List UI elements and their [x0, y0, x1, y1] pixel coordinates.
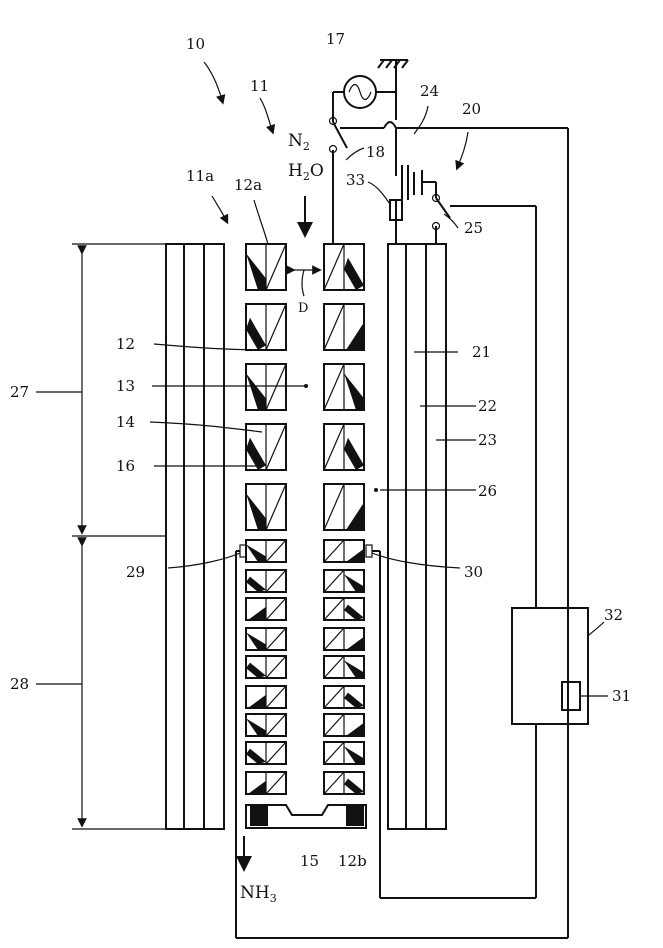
n2-sub: 2 — [303, 140, 310, 153]
label-12: 12 — [116, 335, 135, 353]
label-12b: 12b — [338, 852, 367, 870]
label-16: 16 — [116, 457, 135, 475]
label-22: 22 — [478, 397, 497, 415]
left-small-cell — [246, 570, 286, 592]
control-box — [512, 608, 588, 724]
right-small-cell — [324, 742, 364, 764]
right-small-cell — [324, 628, 364, 650]
label-11a: 11a — [186, 167, 214, 185]
right-small-cell — [324, 656, 364, 678]
left-wall — [166, 244, 224, 829]
label-31: 31 — [612, 687, 631, 705]
left-big-cell — [246, 484, 286, 530]
point-13 — [304, 384, 308, 388]
gap-leader — [302, 270, 304, 296]
left-small-cell — [246, 628, 286, 650]
left-small-cell — [246, 772, 286, 794]
label-32: 32 — [604, 606, 623, 624]
left-small-cell — [246, 686, 286, 708]
left-small-cell — [246, 656, 286, 678]
label-13: 13 — [116, 377, 135, 395]
label-14: 14 — [116, 413, 135, 431]
right-big-cell — [324, 484, 364, 530]
h2o-h: H — [288, 161, 303, 181]
label-n2: N2 — [288, 131, 310, 153]
left-big-cell — [246, 244, 286, 290]
left-electrode-cells — [246, 244, 286, 794]
right-big-cell — [324, 304, 364, 350]
arrow-11a — [212, 196, 226, 220]
label-gap-d: D — [298, 301, 308, 316]
right-wall — [388, 244, 446, 829]
label-12a: 12a — [234, 176, 262, 194]
label-33: 33 — [346, 171, 365, 189]
bottom-u-section — [246, 805, 366, 828]
left-big-cell — [246, 304, 286, 350]
label-27: 27 — [10, 383, 29, 401]
left-small-cell — [246, 540, 286, 562]
point-26 — [374, 488, 378, 492]
label-26: 26 — [478, 482, 497, 500]
label-28: 28 — [10, 675, 29, 693]
arrow-10 — [204, 62, 222, 100]
nh3-main: NH — [240, 883, 270, 903]
h2o-sub: 2 — [303, 170, 310, 183]
right-small-cell — [324, 540, 364, 562]
label-24: 24 — [420, 82, 439, 100]
right-big-cell — [324, 244, 364, 290]
label-15: 15 — [300, 852, 319, 870]
right-small-cell — [324, 598, 364, 620]
label-30: 30 — [464, 563, 483, 581]
label-11: 11 — [250, 77, 269, 95]
label-20: 20 — [462, 100, 481, 118]
sensor-box — [562, 682, 580, 710]
left-small-cell — [246, 714, 286, 736]
left-small-cell — [246, 742, 286, 764]
dimension-lines — [72, 244, 166, 829]
label-18: 18 — [366, 143, 385, 161]
n2-main: N — [288, 131, 303, 151]
ac-source-icon — [344, 76, 376, 108]
right-small-cell — [324, 686, 364, 708]
connector-30 — [366, 545, 372, 557]
right-big-cell — [324, 424, 364, 470]
right-big-cell — [324, 364, 364, 410]
left-small-cell — [246, 598, 286, 620]
label-17: 17 — [326, 30, 345, 48]
label-23: 23 — [478, 431, 497, 449]
right-small-cell — [324, 714, 364, 736]
label-21: 21 — [472, 343, 491, 361]
h2o-o: O — [310, 161, 324, 181]
arrow-11 — [260, 98, 272, 130]
arrow-20 — [458, 132, 468, 166]
label-29: 29 — [126, 563, 145, 581]
nh3-sub: 3 — [270, 892, 277, 905]
label-nh3: NH3 — [240, 883, 277, 905]
right-small-cell — [324, 570, 364, 592]
right-small-cell — [324, 772, 364, 794]
left-big-cell — [246, 364, 286, 410]
label-25: 25 — [464, 219, 483, 237]
right-electrode-cells — [324, 244, 364, 794]
label-h2o: H2O — [288, 161, 324, 183]
label-10: 10 — [186, 35, 205, 53]
